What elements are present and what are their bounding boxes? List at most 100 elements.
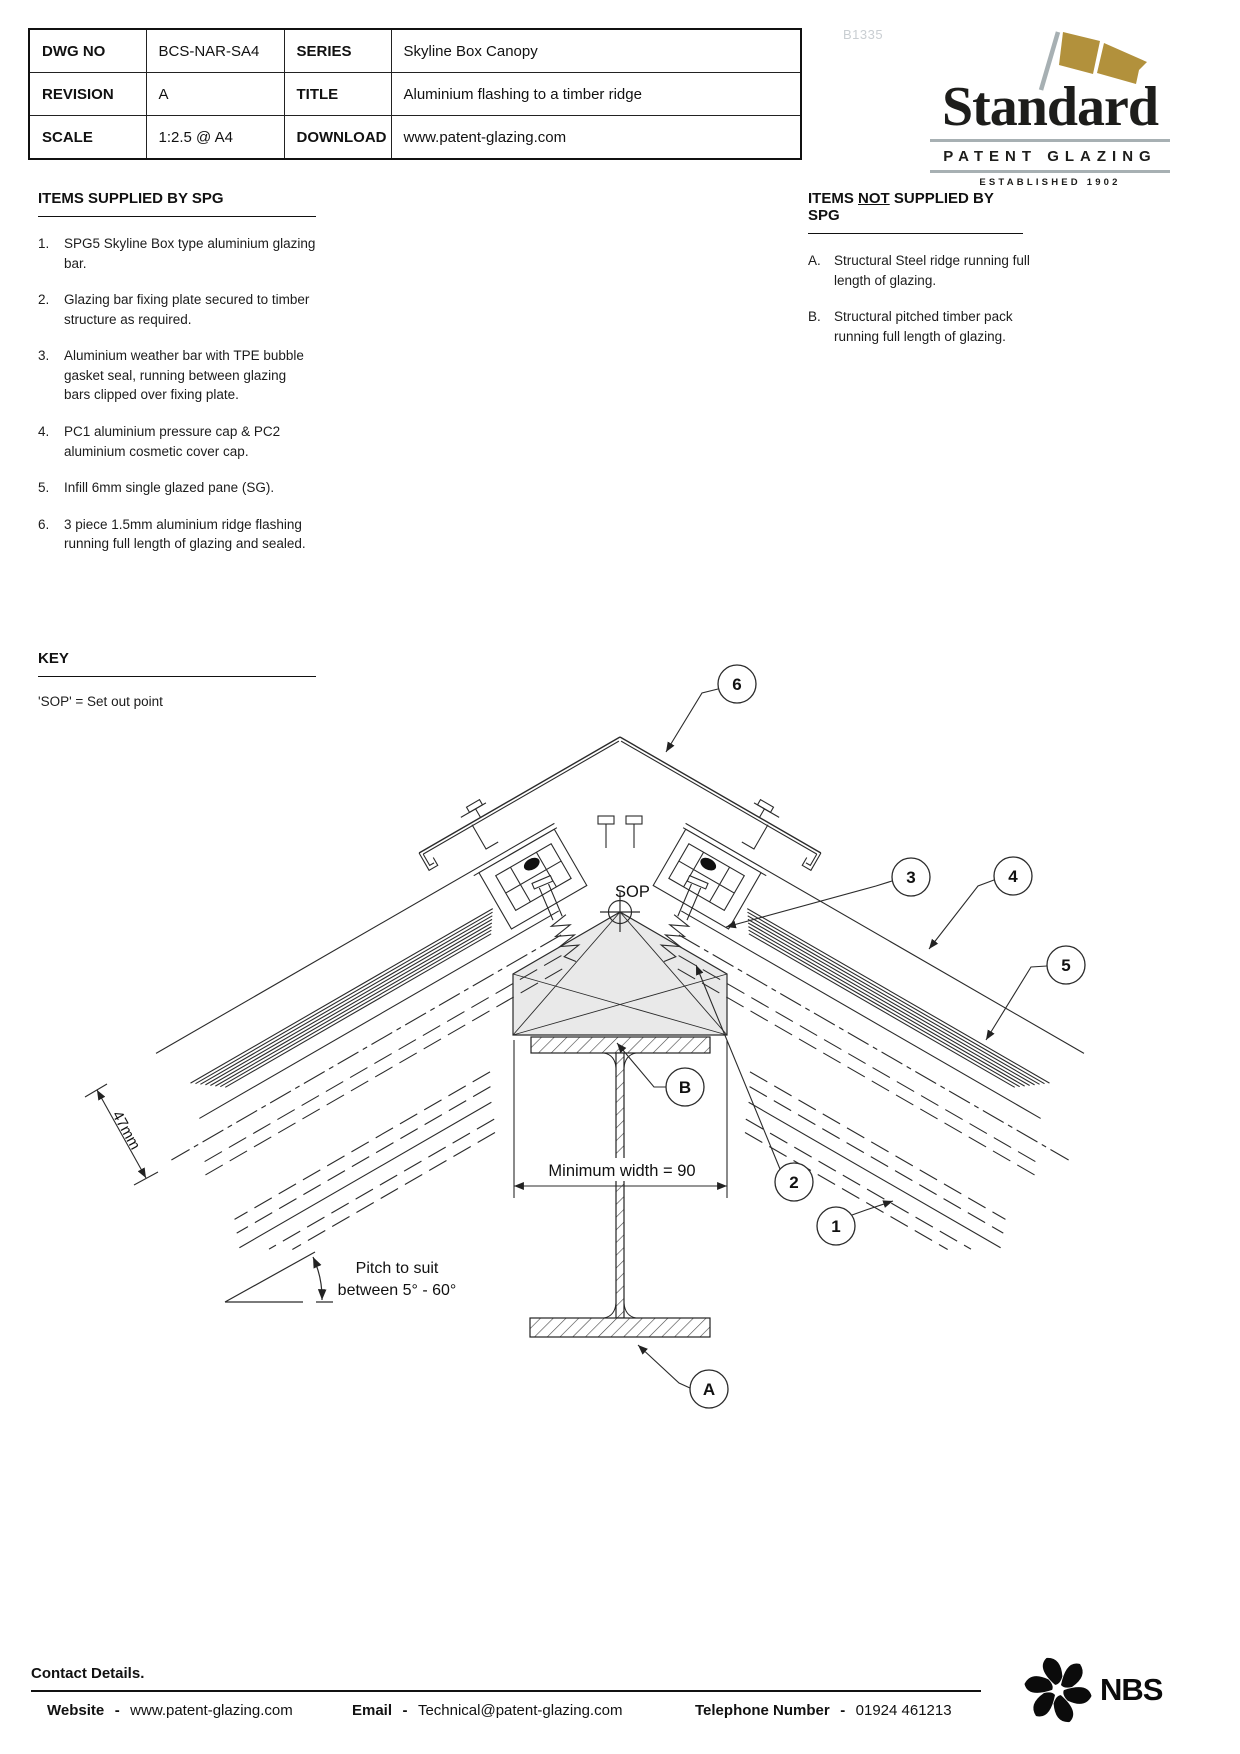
min-width-label: Minimum width = 90 [548, 1162, 695, 1180]
item-number: 4. [38, 423, 50, 439]
email-value[interactable]: Technical@patent-glazing.com [417, 1701, 623, 1719]
nbs-logo: NBS [1024, 1654, 1224, 1726]
footer-divider [31, 1690, 981, 1692]
items-not-supplied-heading: ITEMS NOT SUPPLIED BY SPG [808, 190, 1023, 234]
pitch-indicator [224, 1251, 333, 1303]
callout-1-label: 1 [831, 1217, 840, 1236]
list-item: 5.Infill 6mm single glazed pane (SG). [38, 478, 316, 498]
key-note: 'SOP' = Set out point [38, 694, 163, 709]
ridge-bolts [597, 815, 643, 848]
list-item: 4. PC1 aluminium pressure cap & PC2 alumi… [38, 422, 316, 461]
callout-4 [993, 856, 1033, 896]
title-block-table: DWG NO BCS-NAR-SA4 SERIES Skyline Box Ca… [28, 28, 802, 160]
scale-label: SCALE [28, 115, 147, 160]
phone-value: 01924 461213 [855, 1701, 952, 1719]
item-number: 1. [38, 236, 50, 251]
item-text: PC1 aluminium pressure cap & PC2 alumini… [64, 423, 281, 459]
flashing-depth-label: 47mm [109, 1108, 144, 1153]
items-not-supplied-list: A. Structural Steel ridge running full le… [808, 251, 1058, 346]
items-supplied-section: ITEMS SUPPLIED BY SPG 1. SPG5 Skyline Box… [38, 190, 316, 571]
callout-leaders [616, 688, 1048, 1389]
items-supplied-list: 1. SPG5 Skyline Box type aluminium glazin… [38, 234, 316, 554]
callout-A-label: A [703, 1380, 715, 1399]
sop-label: SOP [615, 883, 650, 901]
callout-5-label: 5 [1061, 956, 1070, 975]
flashing-depth-dimension [84, 1083, 159, 1186]
list-item: 6. 3 piece 1.5mm aluminium ridge flashing… [38, 515, 316, 554]
item-text: SPG5 Skyline Box type aluminium glazing … [64, 236, 316, 271]
leader-3 [725, 880, 893, 929]
contact-details-heading: Contact Details. [31, 1665, 145, 1682]
list-item: 3. Aluminium weather bar with TPE bubble … [38, 346, 316, 405]
title-block: DWG NO BCS-NAR-SA4 SERIES Skyline Box Ca… [28, 28, 802, 160]
sop-symbol [600, 892, 640, 932]
item-text: Aluminium weather bar with TPE bubble ga… [64, 348, 304, 403]
item-number: 2. [38, 292, 50, 308]
item-letter: A. [808, 253, 821, 268]
website-value[interactable]: www.patent-glazing.com [130, 1701, 293, 1719]
callout-1 [816, 1206, 856, 1246]
pitch-label-line1: Pitch to suit [356, 1260, 439, 1277]
list-item: A. Structural Steel ridge running full le… [808, 251, 1058, 290]
key-section: KEY 'SOP' = Set out point [38, 650, 316, 709]
dwg-no-value: BCS-NAR-SA4 [145, 28, 285, 73]
sheet-watermark: B1335 [843, 27, 884, 42]
website-row: Website - www.patent-glazing.com [47, 1702, 293, 1720]
leader-A [637, 1344, 691, 1389]
min-width-dimension [513, 1040, 728, 1198]
leader-B [616, 1042, 666, 1088]
items-not-supplied-section: ITEMS NOT SUPPLIED BY SPG A. Structural S… [808, 190, 1058, 363]
dim-text-mask [548, 1158, 698, 1181]
separator: - [840, 1701, 846, 1719]
spg-logo: Standard PATENT GLAZING ESTABLISHED 1902 [930, 28, 1170, 188]
flag-icon [1038, 31, 1147, 91]
revision-label: REVISION [28, 72, 147, 116]
item-number: 3. [38, 348, 50, 364]
callout-2 [774, 1162, 814, 1202]
series-label: SERIES [283, 28, 392, 73]
callout-balloons: 6 3 4 5 B 2 1 A [665, 664, 1086, 1409]
heading-part: SUPPLIED BY SPG [808, 190, 994, 224]
item-text: Structural Steel ridge running full leng… [834, 253, 1030, 288]
revision-value: A [145, 72, 285, 116]
item-text: Infill 6mm single glazed pane (SG). [64, 480, 275, 496]
dwg-no-label: DWG NO [28, 28, 147, 73]
callout-6 [717, 664, 757, 704]
item-text: 3 piece 1.5mm aluminium ridge flashing r… [64, 516, 306, 552]
title-label: TITLE [283, 72, 392, 116]
items-supplied-heading: ITEMS SUPPLIED BY SPG [38, 190, 316, 217]
item-letter: B. [808, 309, 821, 325]
footer: Contact Details. Website - www.patent-gl… [31, 1665, 1211, 1732]
scale-value: 1:2.5 @ A4 [145, 115, 285, 160]
nbs-flower-icon [1024, 1657, 1092, 1723]
separator: - [402, 1701, 408, 1719]
list-item: 2. Glazing bar fixing plate secured to ti… [38, 290, 316, 329]
logo-established: ESTABLISHED 1902 [979, 177, 1121, 188]
leader-2 [695, 964, 781, 1170]
key-heading: KEY [38, 650, 316, 677]
callout-3-label: 3 [906, 868, 915, 887]
callout-6-label: 6 [732, 675, 741, 694]
download-url[interactable]: www.patent-glazing.com [390, 115, 802, 160]
website-label: Website [47, 1701, 105, 1719]
phone-row: Telephone Number - 01924 461213 [695, 1702, 952, 1720]
callout-3 [891, 857, 931, 897]
item-text: Glazing bar fixing plate secured to timb… [64, 292, 310, 327]
phone-label: Telephone Number [695, 1701, 830, 1719]
item-number: 6. [38, 516, 50, 532]
leader-1 [851, 1200, 894, 1216]
email-row: Email - Technical@patent-glazing.com [352, 1702, 622, 1720]
leader-5 [985, 965, 1048, 1041]
list-item: B.Structural pitched timber pack running… [808, 307, 1058, 346]
logo-rule-bottom [930, 170, 1170, 173]
callout-B-label: B [679, 1078, 691, 1097]
callout-A [689, 1369, 729, 1409]
heading-not: NOT [858, 190, 890, 207]
title-value: Aluminium flashing to a timber ridge [390, 72, 802, 116]
logo-rule-top [930, 139, 1170, 142]
list-item: 1. SPG5 Skyline Box type aluminium glazin… [38, 234, 316, 273]
logo-wordmark: Standard [941, 76, 1159, 138]
email-label: Email [352, 1701, 393, 1719]
download-label: DOWNLOAD [283, 115, 392, 160]
callout-5 [1046, 945, 1086, 985]
